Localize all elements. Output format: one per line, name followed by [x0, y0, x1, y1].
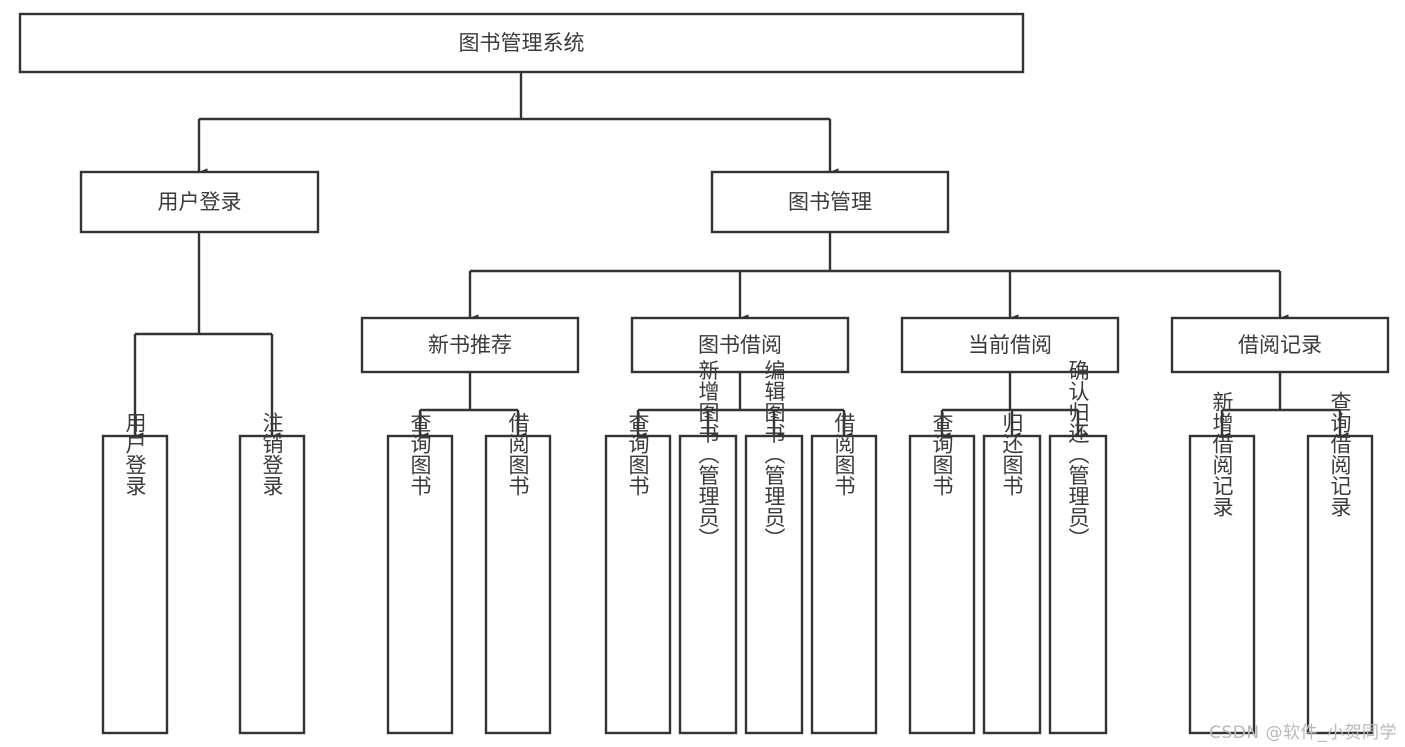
node-leaf-borrow-book-1-label: 借阅图书: [506, 412, 530, 496]
node-book-manage[interactable]: 图书管理: [710, 170, 950, 234]
node-leaf-logout[interactable]: 注销登录: [238, 412, 306, 735]
node-borrow-record-label: 借阅记录: [1238, 333, 1322, 357]
csdn-watermark: CSDN @软件_小贺同学: [1209, 723, 1397, 743]
node-leaf-user-login-box[interactable]: [101, 434, 169, 735]
node-leaf-query-book-2-box[interactable]: [604, 434, 672, 735]
node-leaf-borrow-book-1[interactable]: 借阅图书: [484, 412, 552, 735]
node-leaf-confirm-return[interactable]: 确认归还（管理员）: [1048, 360, 1108, 735]
node-leaf-query-book-2[interactable]: 查询图书: [604, 412, 672, 735]
node-leaf-add-book-label: 新增图书（管理员）: [696, 360, 720, 549]
node-leaf-edit-book-box[interactable]: [744, 434, 804, 735]
node-leaf-query-record-box[interactable]: [1306, 434, 1374, 735]
node-leaf-borrow-book-2[interactable]: 借阅图书: [810, 412, 878, 735]
node-leaf-borrow-book-2-box[interactable]: [810, 434, 878, 735]
node-current-borrow[interactable]: 当前借阅: [900, 316, 1120, 374]
node-leaf-confirm-return-box[interactable]: [1048, 434, 1108, 735]
node-leaf-query-book-3[interactable]: 查询图书: [908, 412, 976, 735]
node-leaf-borrow-book-1-box[interactable]: [484, 434, 552, 735]
node-book-borrow-box[interactable]: [630, 316, 850, 374]
node-leaf-query-book-1[interactable]: 查询图书: [386, 412, 454, 735]
node-root[interactable]: 图书管理系统: [18, 12, 1025, 74]
node-leaf-add-record[interactable]: 新增借阅记录: [1188, 391, 1256, 735]
node-leaf-add-record-box[interactable]: [1188, 434, 1256, 735]
node-leaf-add-book-box[interactable]: [678, 434, 738, 735]
node-leaf-confirm-return-label: 确认归还（管理员）: [1066, 360, 1090, 549]
node-borrow-record-box[interactable]: [1170, 316, 1390, 374]
node-leaf-return-book[interactable]: 归还图书: [982, 412, 1042, 735]
node-leaf-user-login-label: 用户登录: [123, 412, 147, 496]
node-leaf-logout-box[interactable]: [238, 434, 306, 735]
node-book-borrow-label: 图书借阅: [698, 333, 782, 357]
node-leaf-add-book[interactable]: 新增图书（管理员）: [678, 360, 738, 735]
node-user-login-label: 用户登录: [158, 190, 242, 214]
node-leaf-logout-label: 注销登录: [260, 412, 284, 496]
node-leaf-return-book-label: 归还图书: [1000, 412, 1024, 496]
node-root-box[interactable]: [18, 12, 1025, 74]
node-new-book-rec-box[interactable]: [360, 316, 580, 374]
node-leaf-query-book-2-label: 查询图书: [626, 412, 650, 496]
node-current-borrow-box[interactable]: [900, 316, 1120, 374]
node-leaf-query-book-1-label: 查询图书: [408, 412, 432, 496]
node-leaf-query-book-1-box[interactable]: [386, 434, 454, 735]
node-leaf-user-login[interactable]: 用户登录: [101, 412, 169, 735]
node-new-book-rec[interactable]: 新书推荐: [360, 316, 580, 374]
node-leaf-query-book-3-label: 查询图书: [930, 412, 954, 496]
node-leaf-return-book-box[interactable]: [982, 434, 1042, 735]
node-user-login-box[interactable]: [79, 170, 320, 234]
node-new-book-rec-label: 新书推荐: [428, 333, 512, 357]
node-book-manage-label: 图书管理: [788, 190, 872, 214]
node-book-manage-box[interactable]: [710, 170, 950, 234]
node-leaf-add-record-label: 新增借阅记录: [1210, 391, 1234, 517]
node-leaf-query-record[interactable]: 查询借阅记录: [1306, 391, 1374, 735]
node-leaf-borrow-book-2-label: 借阅图书: [832, 412, 856, 496]
node-book-borrow[interactable]: 图书借阅: [630, 316, 850, 374]
connector-lines: [133, 72, 1349, 440]
node-leaf-query-book-3-box[interactable]: [908, 434, 976, 735]
node-root-label: 图书管理系统: [459, 31, 585, 55]
node-current-borrow-label: 当前借阅: [968, 333, 1052, 357]
node-user-login[interactable]: 用户登录: [79, 170, 320, 234]
node-boxes: 图书管理系统用户登录图书管理新书推荐图书借阅当前借阅借阅记录用户登录注销登录查询…: [18, 12, 1390, 735]
node-leaf-edit-book-label: 编辑图书（管理员）: [762, 360, 786, 549]
node-leaf-edit-book[interactable]: 编辑图书（管理员）: [744, 360, 804, 735]
node-borrow-record[interactable]: 借阅记录: [1170, 316, 1390, 374]
node-leaf-query-record-label: 查询借阅记录: [1328, 391, 1352, 517]
